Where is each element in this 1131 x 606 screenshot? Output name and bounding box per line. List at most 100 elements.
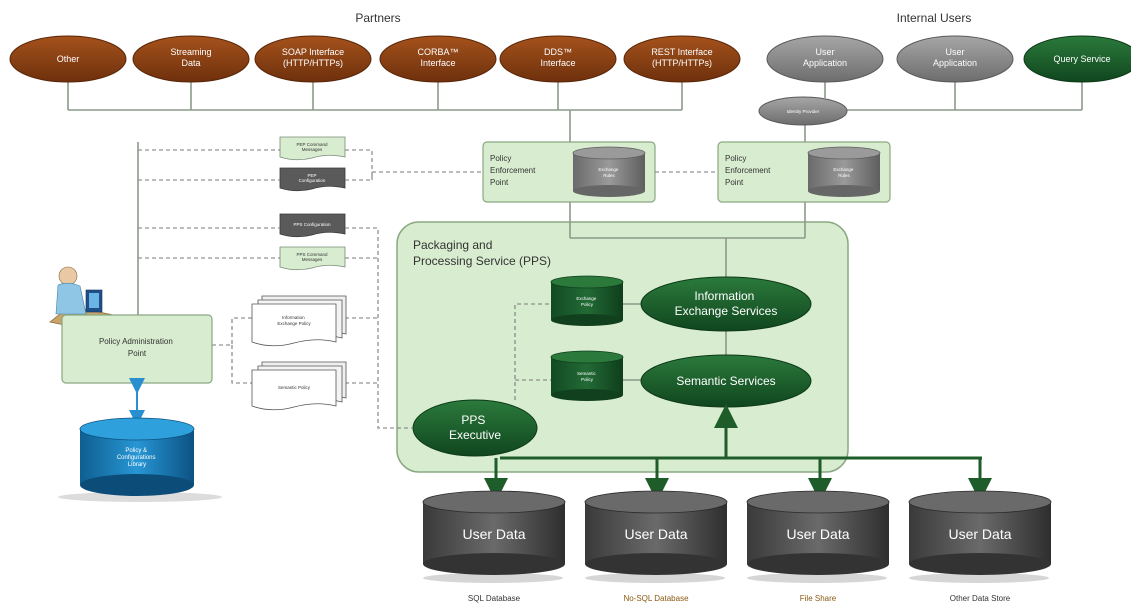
partner-soap-label: SOAP Interface(HTTP/HTTPs) bbox=[282, 47, 344, 68]
policy-library-label: Policy & Configurations Library bbox=[117, 448, 157, 468]
doc-ie-policy-line1: Information bbox=[282, 315, 305, 320]
information-exchange-services-line2: Exchange Services bbox=[675, 304, 778, 318]
pep-pps-connectors bbox=[569, 202, 806, 356]
partner-soap-line1: SOAP Interface bbox=[282, 47, 344, 57]
pps-executive: PPS Executive bbox=[412, 399, 538, 457]
internal-user-app-1-line2: Application bbox=[803, 58, 847, 68]
doc-information-exchange-policy-label: Information Exchange Policy bbox=[277, 315, 311, 326]
data-store-nosql-caption: No-SQL Database bbox=[623, 594, 689, 603]
semantic-services: Semantic Services bbox=[640, 354, 812, 408]
pep-right: Policy Enforcement Point Exchange Rules bbox=[717, 141, 891, 203]
pep-right-line1: Policy bbox=[725, 154, 746, 163]
internal-bus bbox=[804, 80, 1083, 142]
pps-executive-line2: Executive bbox=[449, 428, 501, 442]
pap-line2: Point bbox=[128, 349, 147, 358]
data-store-sql: User Data SQL Database bbox=[422, 490, 566, 603]
data-store-other: User Data Other Data Store bbox=[908, 490, 1052, 603]
information-exchange-services-line1: Information bbox=[694, 289, 754, 303]
policy-administration-point: Policy Administration Point bbox=[61, 314, 213, 384]
data-store-file-share-caption: File Share bbox=[800, 594, 837, 603]
pps-title-line2: Processing Service (PPS) bbox=[413, 254, 551, 268]
pps-executive-line1: PPS bbox=[461, 413, 485, 427]
partner-streaming-line2: Data bbox=[181, 58, 200, 68]
identity-provider-label: Identity Provider bbox=[787, 109, 820, 114]
pep-right-rules-label: Exchange Rules bbox=[833, 167, 854, 178]
semantic-policy-label: Semantic Policy bbox=[577, 371, 597, 382]
pps-executive-label: PPS Executive bbox=[449, 413, 501, 442]
pps-title-line1: Packaging and bbox=[413, 238, 492, 252]
pep-left-rules-cylinder: Exchange Rules bbox=[572, 146, 646, 197]
partner-streaming-line: Streaming bbox=[170, 47, 211, 57]
partner-rest-line2: (HTTP/HTTPs) bbox=[652, 58, 712, 68]
internal-user-app-2-line2: Application bbox=[933, 58, 977, 68]
semantic-policy-line2: Policy bbox=[581, 377, 594, 382]
doc-pps-configuration-label: PPS Configuration bbox=[293, 222, 331, 227]
partner-rest-line1: REST Interface bbox=[651, 47, 712, 57]
pep-left: Policy Enforcement Point Exchange Rules bbox=[482, 141, 656, 203]
data-store-file-share: User Data File Share bbox=[746, 490, 890, 603]
doc-pps-configuration: PPS Configuration bbox=[279, 213, 346, 238]
policy-library-line1: Policy & bbox=[125, 448, 147, 454]
information-exchange-services: Information Exchange Services bbox=[640, 276, 812, 332]
policy-library-line3: Library bbox=[128, 462, 146, 468]
doc-pep-configuration-line1: PEP bbox=[307, 173, 316, 178]
partner-bus bbox=[67, 80, 683, 142]
pap-label: Policy Administration Point bbox=[99, 337, 175, 358]
policy-library: Policy & Configurations Library bbox=[58, 417, 222, 502]
partner-corba-line1: CORBA™ bbox=[417, 47, 458, 57]
data-store-file-share-label: User Data bbox=[786, 526, 849, 542]
doc-pep-command-line1: PEP Command bbox=[297, 142, 328, 147]
pep-right-line3: Point bbox=[725, 178, 744, 187]
partner-dds-line2: Interface bbox=[540, 58, 575, 68]
data-store-other-label: User Data bbox=[948, 526, 1011, 542]
partner-other-label: Other bbox=[57, 54, 80, 64]
pep-left-label: Policy Enforcement Point bbox=[490, 154, 538, 187]
semantic-policy-line1: Semantic bbox=[577, 371, 597, 376]
pps-title: Packaging and Processing Service (PPS) bbox=[413, 238, 551, 268]
doc-semantic-policy: Semantic Policy bbox=[251, 361, 347, 411]
pep-right-rules-cylinder: Exchange Rules bbox=[807, 146, 881, 197]
data-store-nosql: User Data No-SQL Database bbox=[584, 490, 728, 603]
partners-heading: Partners bbox=[355, 11, 400, 25]
data-bus bbox=[484, 404, 992, 502]
information-exchange-services-label: Information Exchange Services bbox=[675, 289, 778, 318]
semantic-policy-cylinder: Semantic Policy bbox=[550, 350, 624, 401]
doc-ie-policy-line2: Exchange Policy bbox=[277, 321, 311, 326]
data-store-sql-caption: SQL Database bbox=[468, 594, 521, 603]
pep-left-line1: Policy bbox=[490, 154, 511, 163]
control-lines bbox=[138, 149, 483, 429]
executive-policy-links bbox=[514, 303, 551, 400]
partner-soap: SOAP Interface(HTTP/HTTPs) bbox=[254, 35, 372, 83]
partner-soap-line2: (HTTP/HTTPs) bbox=[283, 58, 343, 68]
internal-query-service-label: Query Service bbox=[1053, 54, 1110, 64]
exchange-policy-line1: Exchange bbox=[576, 296, 597, 301]
semantic-services-label: Semantic Services bbox=[676, 374, 775, 388]
internal-query-service: Query Service bbox=[1023, 35, 1131, 83]
doc-semantic-policy-label: Semantic Policy bbox=[278, 385, 311, 390]
exchange-policy-label: Exchange Policy bbox=[576, 296, 597, 307]
doc-pps-command-line1: PPS Command bbox=[296, 252, 328, 257]
pep-right-line2: Enforcement bbox=[725, 166, 771, 175]
internal-user-app-2-line1: User bbox=[945, 47, 964, 57]
pep-left-rules-label: Exchange Rules bbox=[598, 167, 619, 178]
policy-library-line2: Configurations bbox=[117, 455, 156, 461]
data-store-sql-label: User Data bbox=[462, 526, 525, 542]
partner-rest-label: REST Interface(HTTP/HTTPs) bbox=[651, 47, 712, 68]
internal-user-app-1-line1: User bbox=[815, 47, 834, 57]
doc-pps-command-line2: Messages bbox=[302, 257, 323, 262]
